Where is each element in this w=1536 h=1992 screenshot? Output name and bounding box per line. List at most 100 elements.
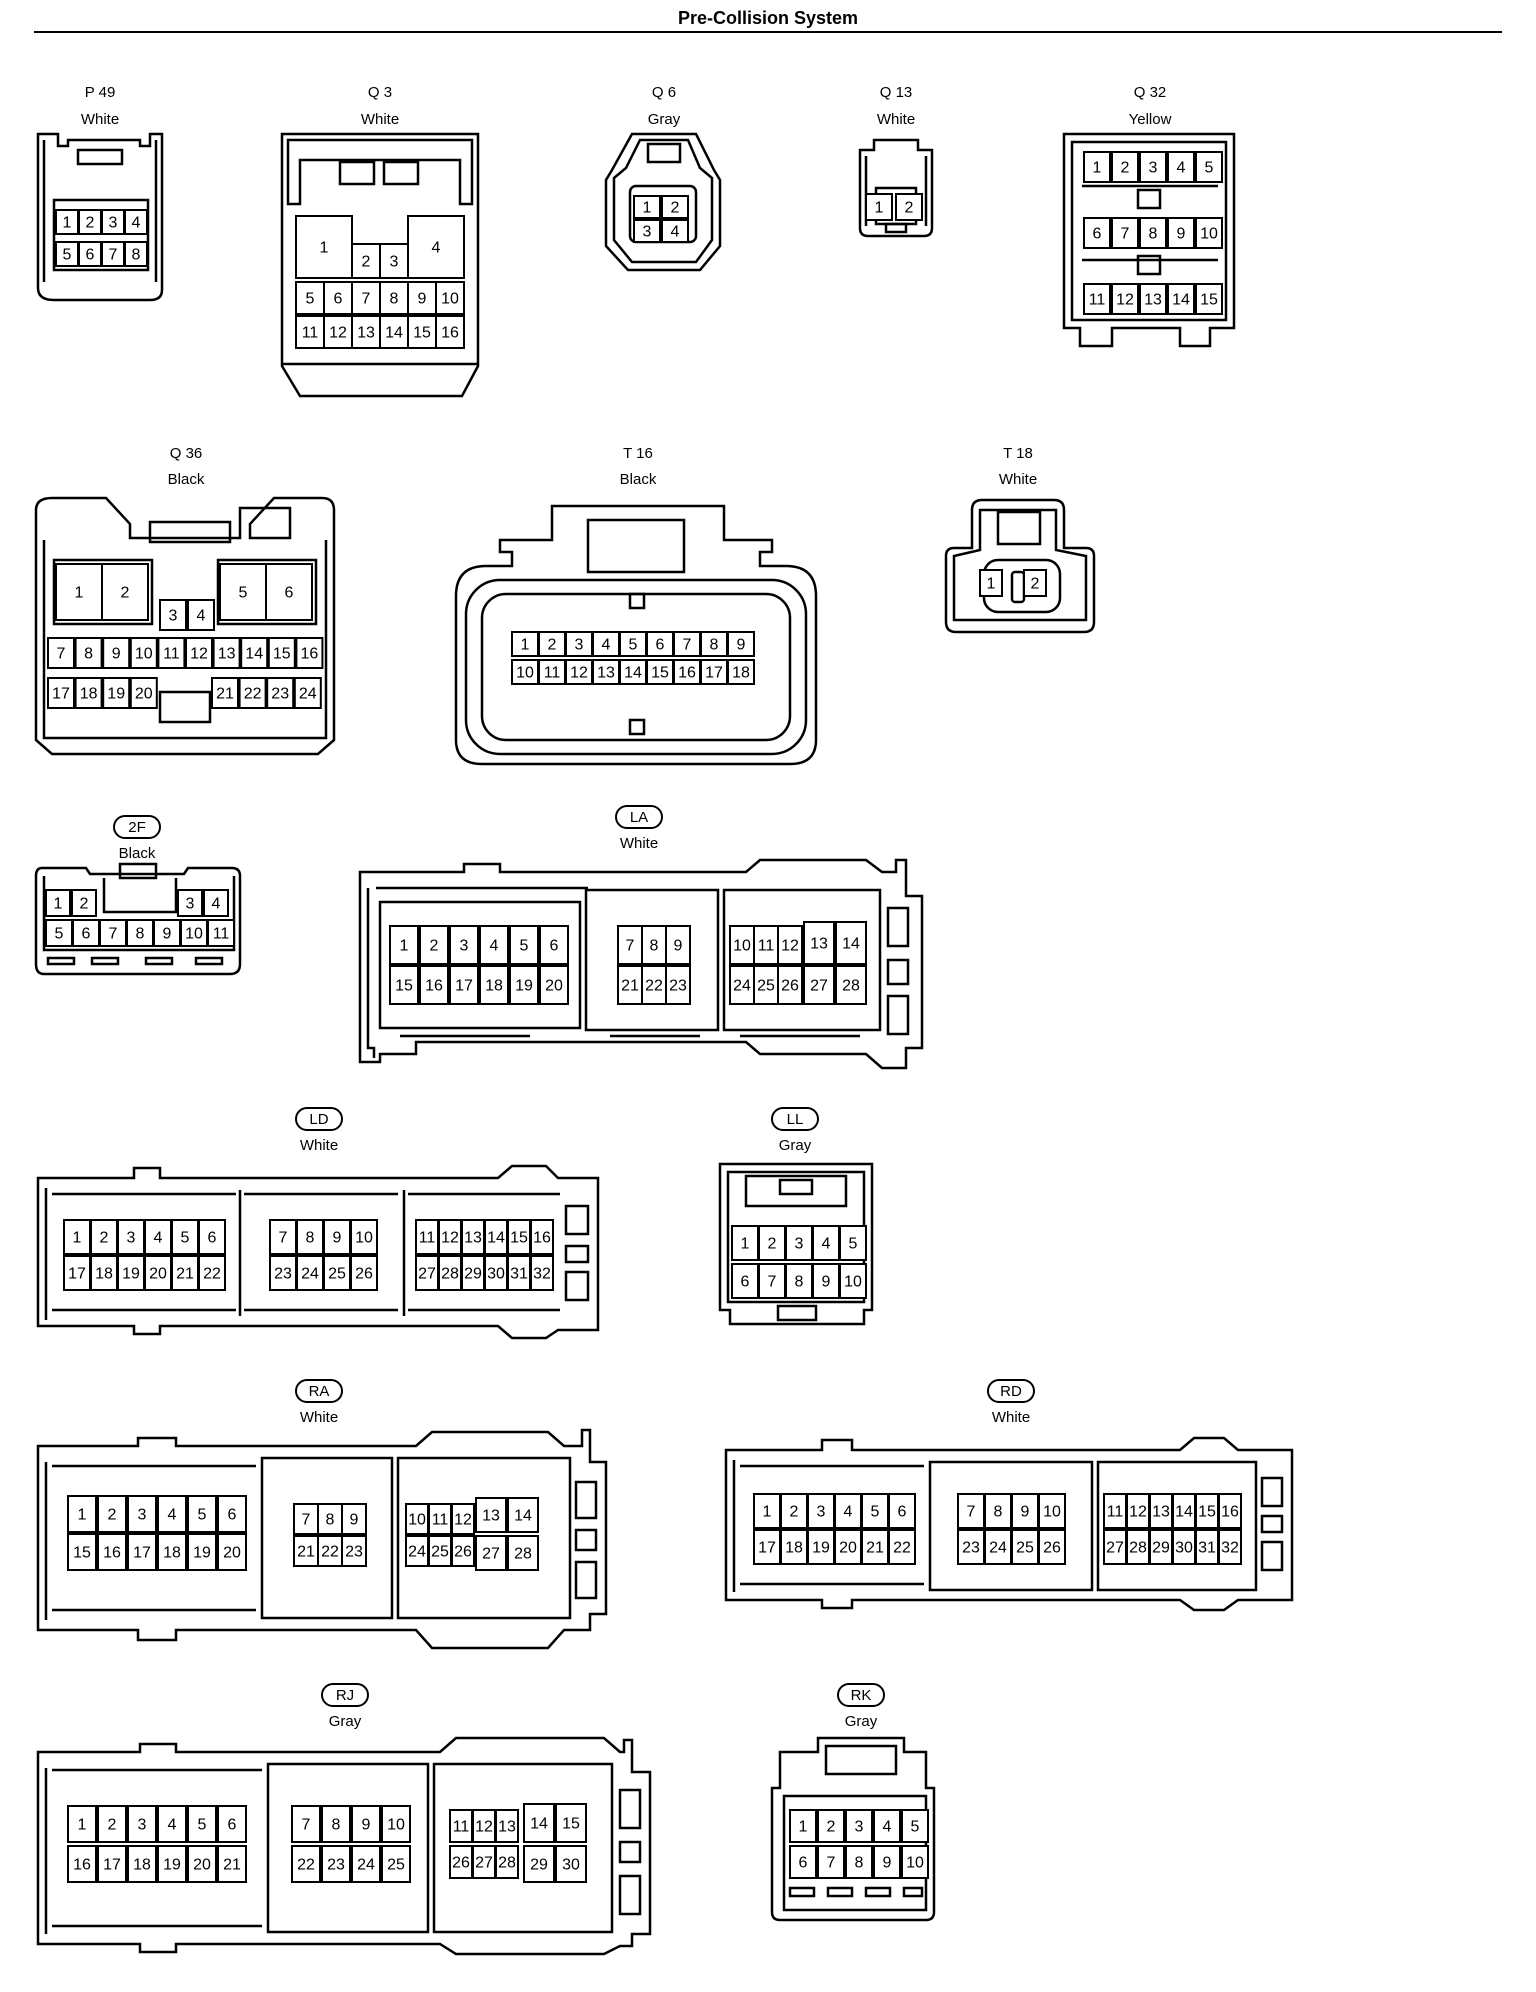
pin-label: 16 <box>103 1545 121 1562</box>
pin-label: 11 <box>163 646 180 663</box>
pin-label: 5 <box>629 637 638 654</box>
connector-q6: Q 6 Gray <box>604 84 722 272</box>
pin-cell <box>807 1493 835 1529</box>
pin-label: 9 <box>163 926 172 943</box>
pin-label: 9 <box>350 1512 359 1529</box>
pin-label: 3 <box>855 1819 864 1836</box>
pin-cell <box>539 925 569 965</box>
connector-id-badge <box>295 1107 343 1131</box>
pin-cell <box>449 965 479 1005</box>
pin-cell <box>523 1845 555 1883</box>
connector-la: LA White <box>358 805 924 1070</box>
pin-label: 12 <box>570 665 588 682</box>
pin-label: 5 <box>1205 160 1214 177</box>
pin-17: 17 <box>449 965 479 1005</box>
pin-label: 6 <box>86 247 95 264</box>
pin-cell <box>295 215 353 279</box>
connector-id: T 18 <box>1003 445 1033 462</box>
pin-label: 8 <box>710 637 719 654</box>
pin-label: 2 <box>121 585 130 602</box>
pin-label: 6 <box>656 637 665 654</box>
pin-6: 6 <box>888 1493 916 1529</box>
pin-cell <box>1167 283 1195 315</box>
pin-cell <box>317 1535 343 1567</box>
pin-cell <box>321 1845 351 1883</box>
pin-label: 17 <box>758 1540 776 1557</box>
pin-cell <box>350 1255 378 1291</box>
pin-9: 9 <box>102 637 131 669</box>
pin-cell <box>157 1805 187 1843</box>
pin-label: 9 <box>674 938 683 955</box>
pin-3: 3 <box>845 1809 873 1843</box>
pin-label: 29 <box>464 1266 482 1283</box>
connector-housing <box>454 504 818 766</box>
pin-15: 15 <box>1195 1493 1219 1529</box>
pin-13: 13 <box>592 659 620 685</box>
pin-5: 5 <box>219 563 267 621</box>
pin-label: 19 <box>515 978 533 995</box>
pin-cell <box>291 1845 321 1883</box>
pin-5: 5 <box>839 1225 867 1261</box>
pin-label: 7 <box>1121 226 1130 243</box>
pin-24: 24 <box>296 1255 324 1291</box>
pin-label: 27 <box>810 978 828 995</box>
pin-27: 27 <box>415 1255 439 1291</box>
pin-cell <box>74 677 103 709</box>
pin-11: 11 <box>157 637 186 669</box>
pin-1: 1 <box>45 889 71 917</box>
pin-7: 7 <box>291 1805 321 1843</box>
pin-13: 13 <box>1139 283 1167 315</box>
connector-id: RD <box>1000 1383 1022 1400</box>
pin-cell <box>507 1535 539 1571</box>
pin-13: 13 <box>351 315 381 349</box>
pin-label: 7 <box>626 938 635 955</box>
pin-4: 4 <box>124 209 148 235</box>
pin-cell <box>530 1255 554 1291</box>
pin-20: 20 <box>144 1255 172 1291</box>
pin-14: 14 <box>379 315 409 349</box>
pin-17: 17 <box>700 659 728 685</box>
pin-25: 25 <box>323 1255 351 1291</box>
pin-20: 20 <box>217 1533 247 1571</box>
connector-rd: RD White <box>724 1379 1294 1612</box>
pin-label: 18 <box>133 1857 151 1874</box>
connector-color: Gray <box>845 1713 878 1730</box>
pin-label: 9 <box>112 646 121 663</box>
pin-9: 9 <box>323 1219 351 1255</box>
pin-24: 24 <box>405 1535 429 1567</box>
pin-label: 13 <box>1144 292 1162 309</box>
pin-label: 9 <box>333 1230 342 1247</box>
connector-color: Yellow <box>1129 111 1172 128</box>
pin-label: 16 <box>73 1857 91 1874</box>
pin-cell <box>807 1529 835 1565</box>
pin-label: 7 <box>967 1504 976 1521</box>
pin-14: 14 <box>523 1803 555 1843</box>
pin-cell <box>845 1845 873 1879</box>
pin-cell <box>207 919 235 947</box>
pin-20: 20 <box>539 965 569 1005</box>
pin-label: 19 <box>163 1857 181 1874</box>
pin-cell <box>55 563 103 621</box>
pin-26: 26 <box>449 1845 473 1879</box>
pin-cell <box>238 677 267 709</box>
pin-1: 1 <box>67 1805 97 1843</box>
pin-cell <box>727 659 755 685</box>
pin-5: 5 <box>1195 151 1223 183</box>
pin-17: 17 <box>127 1533 157 1571</box>
pin-2: 2 <box>661 195 689 219</box>
connector-color: White <box>300 1409 338 1426</box>
pin-15: 15 <box>1195 283 1223 315</box>
pin-label: 15 <box>562 1816 580 1833</box>
pin-9: 9 <box>665 925 691 965</box>
pin-25: 25 <box>1011 1529 1039 1565</box>
pin-label: 20 <box>135 686 153 703</box>
pin-label: 10 <box>135 646 153 663</box>
pin-label: 5 <box>239 585 248 602</box>
pin-15: 15 <box>555 1803 587 1843</box>
pin-cell <box>509 925 539 965</box>
pin-4: 4 <box>812 1225 840 1261</box>
pin-label: 8 <box>1149 226 1158 243</box>
connector-color: White <box>992 1409 1030 1426</box>
pin-14: 14 <box>484 1219 508 1255</box>
pin-cell <box>507 1497 539 1533</box>
